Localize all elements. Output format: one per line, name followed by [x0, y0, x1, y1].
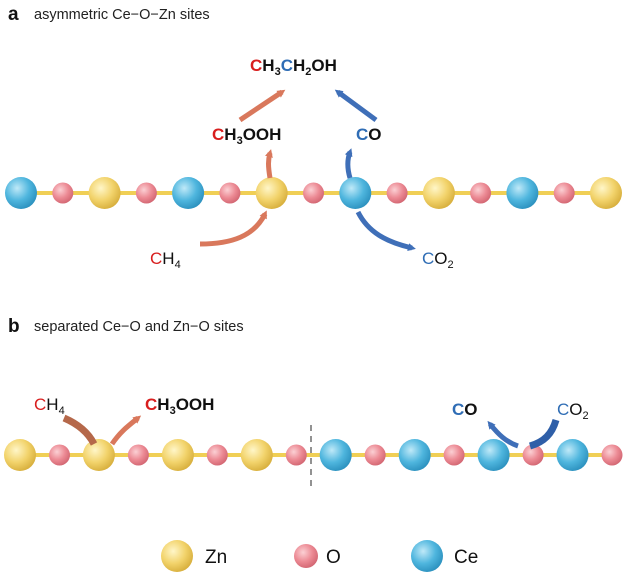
chain-a-atom-o [303, 182, 324, 204]
ch3ooh-label-a: CH3OOH [212, 125, 281, 147]
chain-a-atom-zn [88, 177, 121, 209]
co2-a-o: O [434, 249, 447, 268]
chain-b-atom-ce [319, 439, 352, 471]
chain-a-atom-zn [590, 177, 622, 209]
legend-zn-label: Zn [205, 547, 227, 568]
ch4-label-a: CH4 [150, 249, 181, 271]
arrow-ch4-to-zn [199, 210, 268, 247]
chain-b-atom-zn [4, 439, 36, 471]
co-b-c: C [452, 400, 464, 419]
ethanol-h1: H [262, 56, 274, 75]
co2-label-a: CO2 [422, 249, 454, 271]
legend-ce-label: Ce [454, 547, 478, 568]
atom-chain-a [5, 177, 622, 209]
arrow-ce-to-co-b [487, 420, 519, 449]
chain-a-atom-ce [506, 177, 539, 209]
ch3ooh-a-h: H [224, 125, 236, 144]
panel-b-title: separated Ce−O and Zn−O sites [34, 319, 244, 335]
legend-o-swatch [294, 544, 318, 568]
legend: Zn O Ce [161, 540, 478, 572]
chain-b-atom-ce [556, 439, 589, 471]
ethanol-c2: C [281, 56, 293, 75]
co-label-a: CO [356, 125, 382, 144]
ch3ooh-a-c: C [212, 125, 224, 144]
ethanol-label: CH3CH2OH [250, 56, 337, 78]
ch3ooh-a-sub: 3 [237, 135, 243, 147]
chain-a-atom-ce [172, 177, 205, 209]
chain-a-atom-ce [339, 177, 372, 209]
ethanol-sub1: 3 [275, 66, 281, 78]
chain-b-atom-zn [161, 439, 194, 471]
chain-b-atom-o [443, 444, 465, 466]
legend-zn-swatch [161, 540, 193, 572]
ch3ooh-label-b: CH3OOH [145, 395, 214, 417]
panel-a: a asymmetric Ce−O−Zn sites CH3CH2OH CH3O… [5, 4, 622, 271]
arrow-co2-to-ce-b [528, 418, 560, 450]
chain-a-atom-ce [5, 177, 37, 209]
panel-b: b separated Ce−O and Zn−O sites CH4 CH3O… [4, 316, 623, 490]
panel-a-letter: a [8, 4, 19, 25]
ch4-a-sub: 4 [175, 259, 181, 271]
arrow-zn-to-ch3ooh-b [109, 415, 142, 446]
ch4-a-c: C [150, 249, 162, 268]
ch3ooh-b-sub: 3 [170, 405, 176, 417]
arrow-ce-to-co2 [355, 210, 416, 251]
legend-o-label: O [326, 547, 341, 568]
arrow-ce-to-co [344, 148, 353, 179]
chain-b-atom-ce [398, 439, 431, 471]
ch3ooh-a-ooh: OOH [243, 125, 282, 144]
co-a-c: C [356, 125, 368, 144]
co-b-o: O [464, 400, 477, 419]
ch3ooh-b-c: C [145, 395, 157, 414]
chain-b-atom-o [206, 444, 228, 466]
co-a-o: O [368, 125, 381, 144]
ch4-a-h: H [162, 249, 174, 268]
co2-a-sub: 2 [448, 259, 454, 271]
ethanol-sub2: 2 [305, 66, 311, 78]
arrow-ch3ooh-to-ethanol [238, 89, 286, 123]
panel-a-title: asymmetric Ce−O−Zn sites [34, 7, 210, 23]
ethanol-h2: H [293, 56, 305, 75]
chain-a-atom-zn [255, 177, 288, 209]
chain-b-atom-o [364, 444, 386, 466]
chain-b-atom-o [127, 444, 149, 466]
co2-b-o: O [569, 400, 582, 419]
ch4-b-c: C [34, 395, 46, 414]
ch4-label-b: CH4 [34, 395, 65, 417]
chain-b-atom-o [285, 444, 307, 466]
chain-b-atom-o [522, 444, 544, 466]
chain-a-atom-o [553, 182, 575, 204]
chain-b-atom-o [601, 444, 623, 466]
chain-a-atom-o [135, 182, 157, 204]
chain-b-atom-o [49, 444, 70, 466]
ch3ooh-b-ooh: OOH [176, 395, 215, 414]
chain-a-atom-o [470, 182, 492, 204]
atom-chain-b [4, 439, 623, 471]
arrow-ch4-to-zn-b [62, 414, 98, 446]
panel-b-letter: b [8, 316, 20, 337]
chain-b-atom-zn [82, 439, 115, 471]
ethanol-c1: C [250, 56, 262, 75]
chain-b-atom-ce [477, 439, 510, 471]
chain-a-atom-zn [422, 177, 455, 209]
co-label-b: CO [452, 400, 478, 419]
ethanol-oh: OH [311, 56, 337, 75]
co2-label-b: CO2 [557, 400, 589, 422]
chain-a-atom-o [386, 182, 408, 204]
co2-a-c: C [422, 249, 434, 268]
ch3ooh-b-h: H [157, 395, 169, 414]
legend-ce-swatch [411, 540, 443, 572]
co2-b-sub: 2 [583, 410, 589, 422]
ch4-b-h: H [46, 395, 58, 414]
co2-b-c: C [557, 400, 569, 419]
arrow-co-to-ethanol [334, 89, 378, 123]
ch4-b-sub: 4 [59, 405, 65, 417]
chain-a-atom-o [52, 182, 74, 204]
chain-b-atom-zn [240, 439, 273, 471]
chain-a-atom-o [219, 182, 241, 204]
arrow-zn-to-ch3ooh [265, 149, 273, 179]
